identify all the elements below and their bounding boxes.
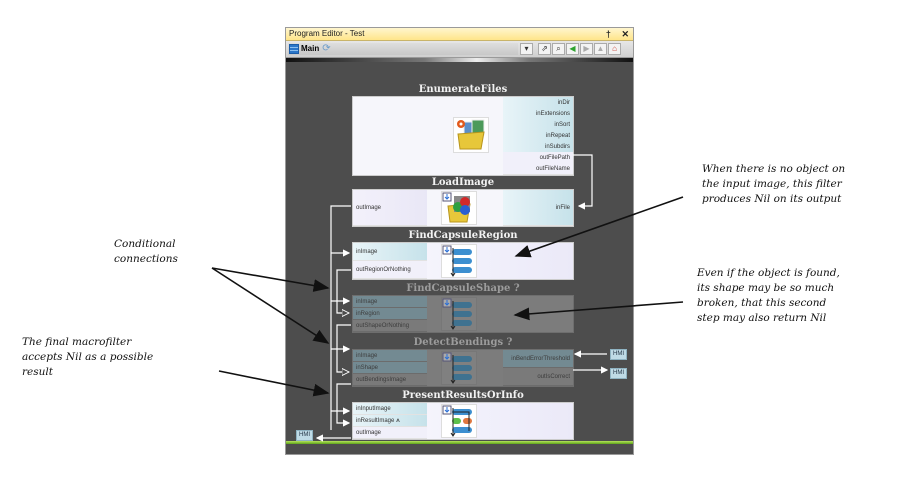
hmi-input-threshold[interactable]: HMI	[610, 349, 627, 360]
scroll-tracker[interactable]	[286, 58, 633, 62]
port-inimage[interactable]: inImage	[353, 350, 427, 362]
filter-enumeratefiles[interactable]: inDir inExtensions inSort inRepeat inSub…	[352, 96, 574, 176]
filter-title-detectbendings: DetectBendings ?	[413, 337, 513, 348]
port-outbendingsimage[interactable]: outBendingsImage	[353, 374, 427, 386]
macrofilter-task-icon	[441, 404, 477, 438]
filter-title-findcapsuleregion: FindCapsuleRegion	[408, 230, 518, 241]
program-canvas[interactable]: EnumerateFiles inDir inExtensions inSort…	[286, 62, 633, 454]
annotation-line: result	[22, 366, 53, 378]
hmi-output-image[interactable]: HMI	[296, 430, 313, 441]
load-image-icon	[441, 191, 477, 225]
steps-icon	[441, 244, 477, 278]
annotation-line: accepts Nil as a possible	[22, 351, 154, 363]
undock-icon: ⇗	[541, 44, 548, 53]
home-button[interactable]: ⌂	[608, 43, 621, 55]
close-icon[interactable]: ✕	[621, 29, 629, 39]
port-outimage[interactable]: outImage	[353, 427, 427, 439]
undock-button[interactable]: ⇗	[538, 43, 551, 55]
annotation-shape-broken: Even if the object is found, its shape m…	[697, 266, 840, 326]
port-outregionornothing[interactable]: outRegionOrNothing	[353, 261, 427, 279]
editor-toolbar: Main⟳ ▾ ⇗ ⌕ ◀ ▶ ▲ ⌂	[286, 41, 633, 58]
port-inregion[interactable]: inRegion	[353, 308, 427, 320]
annotation-line: The final macrofilter	[22, 336, 132, 348]
macrofilter-selector[interactable]: Main⟳	[288, 43, 518, 55]
filter-title-enumeratefiles: EnumerateFiles	[418, 84, 508, 95]
annotation-conditional: Conditional connections	[114, 237, 178, 267]
steps-icon	[441, 297, 477, 331]
filter-detectbendings[interactable]: inImage inShape outBendingsImage inBendE…	[352, 349, 574, 387]
annotation-final-macrofilter: The final macrofilter accepts Nil as a p…	[22, 335, 153, 380]
filter-title-presentresultsorinfo: PresentResultsOrInfo	[402, 390, 524, 401]
title-bar: Program Editor - Test † ✕	[286, 28, 633, 41]
port-outshapeornothing[interactable]: outShapeOrNothing	[353, 320, 427, 332]
annotation-line: Even if the object is found,	[697, 267, 840, 279]
magnifier-icon: ⌕	[556, 44, 561, 53]
annotation-line: connections	[114, 253, 178, 265]
back-button[interactable]: ◀	[566, 43, 579, 55]
up-button[interactable]: ▲	[594, 43, 607, 55]
port-infile[interactable]: inFile	[503, 190, 573, 226]
annotation-line: step may also return Nil	[697, 312, 827, 324]
port-outiscorrect[interactable]: outIsCorrect	[503, 368, 573, 386]
arrow-up-icon: ▲	[596, 44, 605, 53]
macrofilter-outputs-bar	[286, 441, 633, 444]
arrow-left-icon: ◀	[569, 44, 576, 53]
home-icon: ⌂	[612, 44, 617, 53]
arrow-right-icon: ▶	[583, 44, 590, 53]
chevron-down-icon: ▾	[524, 44, 529, 53]
port-inresultimage-label: inResultImage	[356, 418, 395, 424]
annotation-line: broken, that this second	[697, 297, 827, 309]
forward-button[interactable]: ▶	[580, 43, 593, 55]
annotation-line: produces Nil on its output	[702, 193, 842, 205]
annotation-line: the input image, this filter	[702, 178, 842, 190]
port-outimage[interactable]: outImage	[353, 190, 427, 226]
filter-title-loadimage: LoadImage	[431, 177, 495, 188]
hmi-output-iscorrect[interactable]: HMI	[610, 368, 627, 379]
port-ininputimage[interactable]: inInputImage	[353, 403, 427, 415]
port-outfilename[interactable]: outFileName	[503, 163, 573, 175]
filter-findcapsuleregion[interactable]: inImage outRegionOrNothing	[352, 242, 574, 280]
port-inbenderrorthreshold[interactable]: inBendErrorThreshold	[503, 350, 573, 368]
filter-findcapsuleshape[interactable]: inImage inRegion outShapeOrNothing	[352, 295, 574, 333]
filter-title-findcapsuleshape: FindCapsuleShape ?	[406, 283, 520, 294]
macrofilter-list-icon	[289, 43, 299, 54]
window-title: Program Editor - Test	[289, 29, 365, 38]
port-inimage[interactable]: inImage	[353, 296, 427, 308]
pin-icon[interactable]: †	[605, 29, 611, 39]
port-inimage[interactable]: inImage	[353, 243, 427, 261]
macrofilter-name: Main	[301, 44, 320, 53]
annotation-line: When there is no object on	[702, 163, 846, 175]
steps-icon	[441, 351, 477, 385]
folder-images-icon	[453, 117, 489, 153]
annotation-line: its shape may be so much	[697, 282, 835, 294]
conditional-connection-icon: ⩚	[396, 417, 400, 424]
filter-presentresultsorinfo[interactable]: inInputImage inResultImage ⩚ outImage	[352, 402, 574, 440]
macrofilter-dropdown-button[interactable]: ▾	[520, 43, 533, 55]
port-inresultimage[interactable]: inResultImage ⩚	[353, 415, 427, 427]
program-editor-window: Program Editor - Test † ✕ Main⟳ ▾ ⇗ ⌕ ◀ …	[285, 27, 634, 455]
refresh-icon[interactable]: ⟳	[322, 43, 331, 54]
zoom-button[interactable]: ⌕	[552, 43, 565, 55]
port-inshape[interactable]: inShape	[353, 362, 427, 374]
filter-loadimage[interactable]: outImage inFile	[352, 189, 574, 227]
annotation-line: Conditional	[114, 238, 176, 250]
annotation-no-object: When there is no object on the input ima…	[702, 162, 845, 207]
